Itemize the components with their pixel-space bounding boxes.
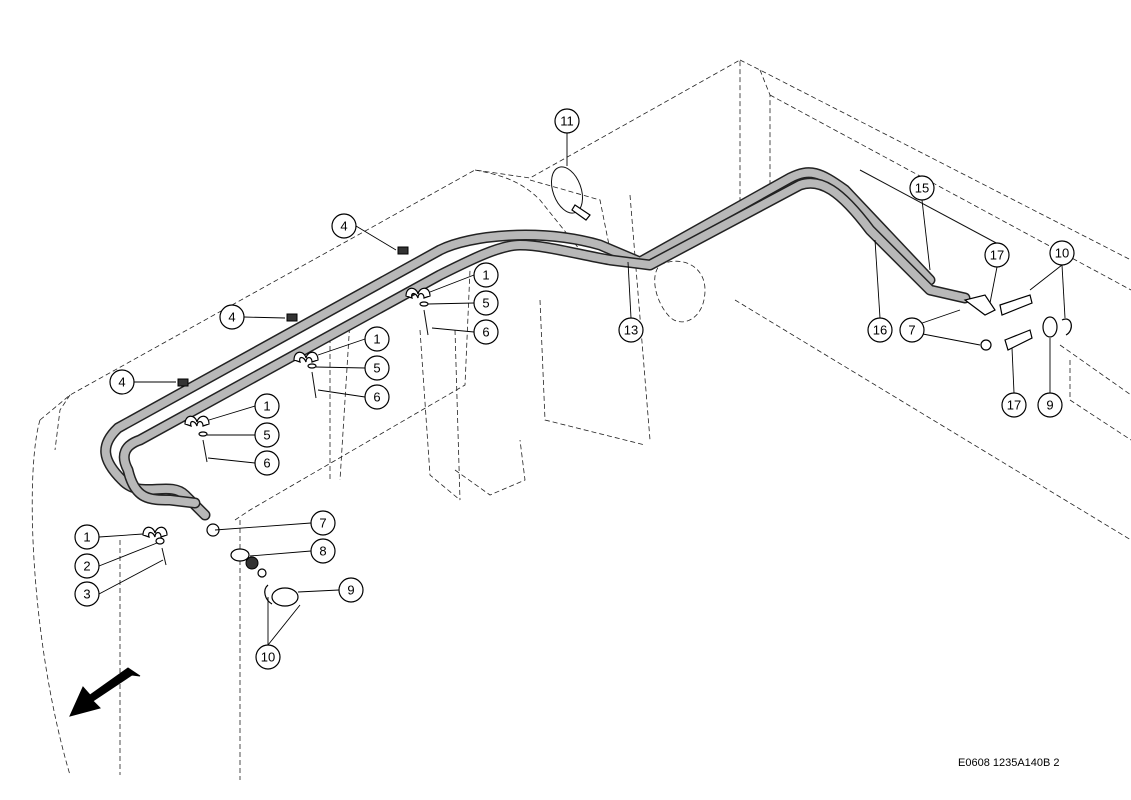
callout-6: 6: [364, 384, 390, 410]
svg-text:3: 3: [83, 587, 90, 602]
leader-lines: [98, 133, 1066, 646]
svg-text:1: 1: [373, 332, 380, 347]
svg-text:9: 9: [347, 583, 354, 598]
svg-text:7: 7: [319, 516, 326, 531]
svg-text:9: 9: [1046, 398, 1053, 413]
bracket-clamp-1c: [184, 415, 210, 427]
callout-10: 10: [1049, 240, 1075, 266]
callout-4: 4: [219, 304, 245, 330]
callout-9: 9: [338, 577, 364, 603]
svg-text:1: 1: [83, 530, 90, 545]
callout-3: 3: [74, 581, 100, 607]
clamp-part-4a: [397, 246, 409, 255]
callout-8: 8: [310, 538, 336, 564]
callout-1: 1: [74, 524, 100, 550]
svg-text:5: 5: [263, 428, 270, 443]
callout-6: 6: [254, 450, 280, 476]
svg-text:17: 17: [990, 248, 1004, 263]
o-ring-part-9a: [1042, 316, 1058, 338]
callout-17: 17: [984, 242, 1010, 268]
clamp-part-4b: [286, 313, 298, 322]
callout-5: 5: [254, 422, 280, 448]
callout-1: 1: [473, 262, 499, 288]
svg-text:5: 5: [373, 361, 380, 376]
callout-4: 4: [331, 213, 357, 239]
callout-7: 7: [310, 510, 336, 536]
svg-text:15: 15: [915, 181, 929, 196]
callout-16: 16: [867, 317, 893, 343]
callout-1: 1: [364, 326, 390, 352]
callout-11: 11: [554, 108, 580, 134]
callout-5: 5: [364, 355, 390, 381]
svg-text:13: 13: [624, 323, 638, 338]
svg-text:16: 16: [873, 323, 887, 338]
svg-text:11: 11: [560, 114, 574, 129]
callout-2: 2: [74, 553, 100, 579]
svg-text:17: 17: [1007, 398, 1021, 413]
o-ring-part-9b: [271, 587, 299, 607]
callout-9: 9: [1037, 392, 1063, 418]
travel-direction-arrow: [69, 667, 141, 717]
svg-text:6: 6: [373, 390, 380, 405]
svg-text:7: 7: [908, 323, 915, 338]
callout-5: 5: [473, 290, 499, 316]
callouts: 11 15 17 10 4 1 5 6 13 16 7 4 1 5 6 4 17…: [74, 108, 1075, 670]
machine-outline: [31, 59, 1131, 780]
svg-text:4: 4: [340, 219, 347, 234]
svg-text:6: 6: [263, 456, 270, 471]
svg-text:2: 2: [83, 559, 90, 574]
callout-6: 6: [473, 319, 499, 345]
callout-1: 1: [254, 393, 280, 419]
drawing-code-label: E0608 1235A140B 2: [958, 757, 1060, 769]
svg-text:5: 5: [482, 296, 489, 311]
hose-assembly: [100, 167, 971, 521]
svg-text:1: 1: [482, 268, 489, 283]
callout-13: 13: [618, 317, 644, 343]
callout-10: 10: [255, 644, 281, 670]
svg-text:8: 8: [319, 544, 326, 559]
clamp-part-4c: [177, 378, 189, 387]
callout-17: 17: [1001, 392, 1027, 418]
svg-text:6: 6: [482, 325, 489, 340]
hardware-parts: [142, 166, 1072, 607]
bracket-clamp-1b: [293, 351, 319, 363]
callout-4: 4: [109, 369, 135, 395]
callout-15: 15: [909, 175, 935, 201]
svg-text:10: 10: [1055, 246, 1069, 261]
svg-text:4: 4: [118, 375, 125, 390]
callout-7: 7: [899, 317, 925, 343]
bracket-clamp-1a: [405, 287, 431, 299]
svg-text:10: 10: [261, 650, 275, 665]
svg-text:4: 4: [228, 310, 235, 325]
bracket-clamp-1d: [142, 526, 168, 538]
svg-text:1: 1: [263, 399, 270, 414]
